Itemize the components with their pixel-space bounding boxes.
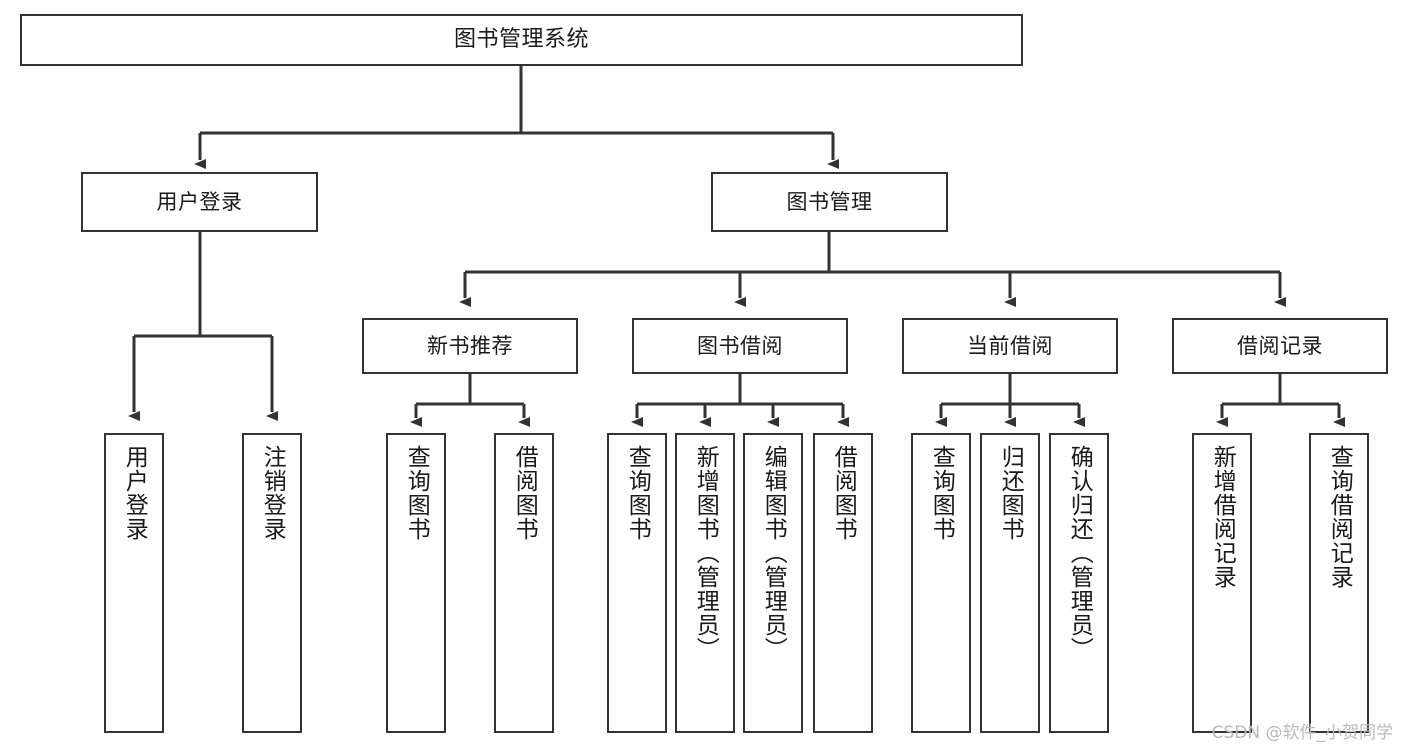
node-label: 编辑图书（管理员） xyxy=(760,445,787,661)
node-current-borrow[interactable]: 当前借阅 xyxy=(902,318,1118,374)
leaf-user-login[interactable]: 用户登录 xyxy=(104,433,164,733)
node-label: 注销登录 xyxy=(259,445,286,541)
node-label: 图书管理系统 xyxy=(453,27,589,53)
node-label: 用户登录 xyxy=(156,189,243,214)
node-new-book-recommend[interactable]: 新书推荐 xyxy=(362,318,578,374)
leaf-borrow-book-recommend[interactable]: 借阅图书 xyxy=(494,433,554,733)
node-label: 新书推荐 xyxy=(427,333,513,358)
node-label: 查询借阅记录 xyxy=(1326,445,1353,589)
leaf-query-borrow-record[interactable]: 查询借阅记录 xyxy=(1309,433,1369,733)
leaf-edit-book-admin[interactable]: 编辑图书（管理员） xyxy=(743,433,803,733)
node-borrow-record[interactable]: 借阅记录 xyxy=(1172,318,1388,374)
leaf-user-logout[interactable]: 注销登录 xyxy=(242,433,302,733)
leaf-borrow-book[interactable]: 借阅图书 xyxy=(813,433,873,733)
node-label: 图书借阅 xyxy=(697,333,783,358)
leaf-add-borrow-record[interactable]: 新增借阅记录 xyxy=(1192,433,1252,733)
node-label: 用户登录 xyxy=(121,445,148,541)
node-book-management[interactable]: 图书管理 xyxy=(711,172,948,232)
node-label: 借阅图书 xyxy=(830,445,857,541)
leaf-query-book-borrow[interactable]: 查询图书 xyxy=(607,433,667,733)
node-label: 确认归还（管理员） xyxy=(1066,445,1093,661)
node-user-login[interactable]: 用户登录 xyxy=(81,172,318,232)
node-label: 查询图书 xyxy=(928,445,955,541)
leaf-query-book-current[interactable]: 查询图书 xyxy=(911,433,971,733)
node-label: 查询图书 xyxy=(403,445,430,541)
node-label: 借阅记录 xyxy=(1237,333,1323,358)
node-label: 新增图书（管理员） xyxy=(692,445,719,661)
leaf-confirm-return-admin[interactable]: 确认归还（管理员） xyxy=(1049,433,1109,733)
node-label: 当前借阅 xyxy=(967,333,1053,358)
watermark-text: CSDN @软件_小贺同学 xyxy=(1211,723,1393,743)
node-label: 新增借阅记录 xyxy=(1209,445,1236,589)
leaf-return-book[interactable]: 归还图书 xyxy=(980,433,1040,733)
leaf-add-book-admin[interactable]: 新增图书（管理员） xyxy=(675,433,735,733)
node-label: 图书管理 xyxy=(786,189,873,214)
node-label: 归还图书 xyxy=(997,445,1024,541)
leaf-query-book-recommend[interactable]: 查询图书 xyxy=(386,433,446,733)
node-label: 查询图书 xyxy=(624,445,651,541)
node-book-borrow[interactable]: 图书借阅 xyxy=(632,318,848,374)
node-root-system[interactable]: 图书管理系统 xyxy=(20,14,1023,66)
node-label: 借阅图书 xyxy=(511,445,538,541)
